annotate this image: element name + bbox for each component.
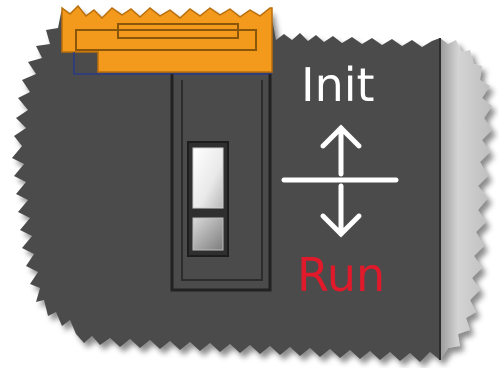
dip-switch[interactable] bbox=[187, 141, 229, 257]
init-label: Init bbox=[301, 58, 375, 112]
arrow-down-icon bbox=[320, 213, 362, 238]
arrow-up-icon bbox=[320, 124, 362, 149]
switch-housing bbox=[170, 74, 272, 292]
top-connector bbox=[61, 4, 273, 75]
direction-indicator bbox=[281, 124, 399, 238]
side-face bbox=[440, 38, 492, 360]
dip-switch-lower-pad bbox=[192, 217, 224, 251]
dip-switch-knob[interactable] bbox=[192, 147, 224, 209]
run-label: Run bbox=[297, 248, 386, 302]
